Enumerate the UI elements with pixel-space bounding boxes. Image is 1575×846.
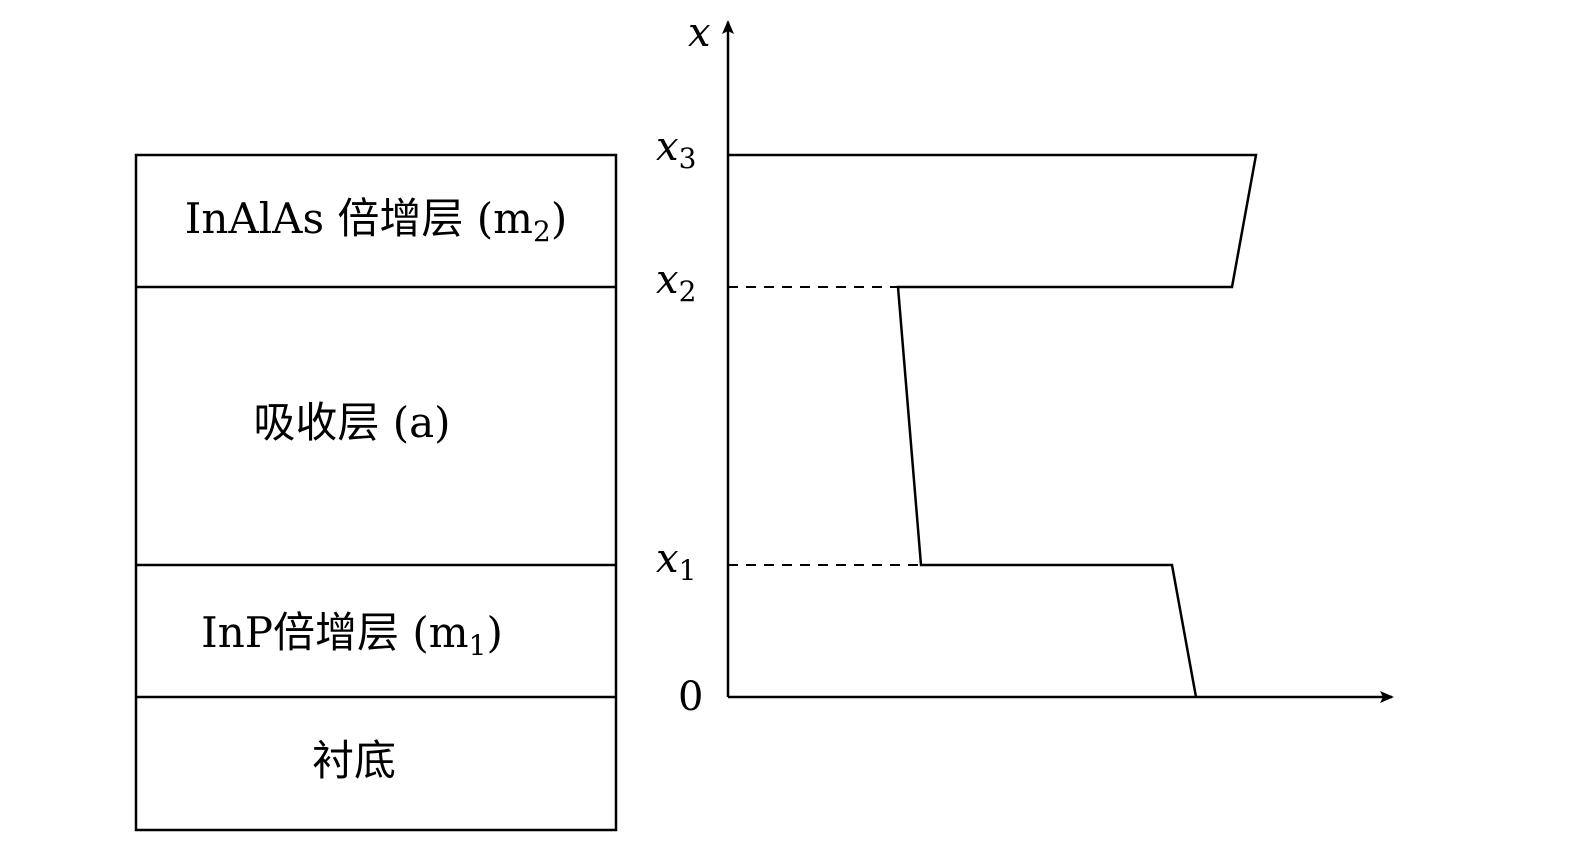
tick-label-x1: x1 xyxy=(656,536,696,587)
profile-curve xyxy=(728,153,1258,698)
layer-label-inp: InP倍增层 (m1) xyxy=(201,608,503,662)
tick-label-x2: x2 xyxy=(656,257,696,308)
layer-label-inalas: InAlAs 倍增层 (m2) xyxy=(185,194,567,248)
layer-label-substrate: 衬底 xyxy=(312,736,396,785)
y-axis-label: x xyxy=(688,10,711,56)
layer-stack xyxy=(134,153,618,832)
tick-label-x3: x3 xyxy=(656,124,696,175)
layer-label-absorption: 吸收层 (a) xyxy=(253,398,450,447)
origin-label: 0 xyxy=(678,674,703,720)
layer-stack-frame xyxy=(134,153,618,832)
